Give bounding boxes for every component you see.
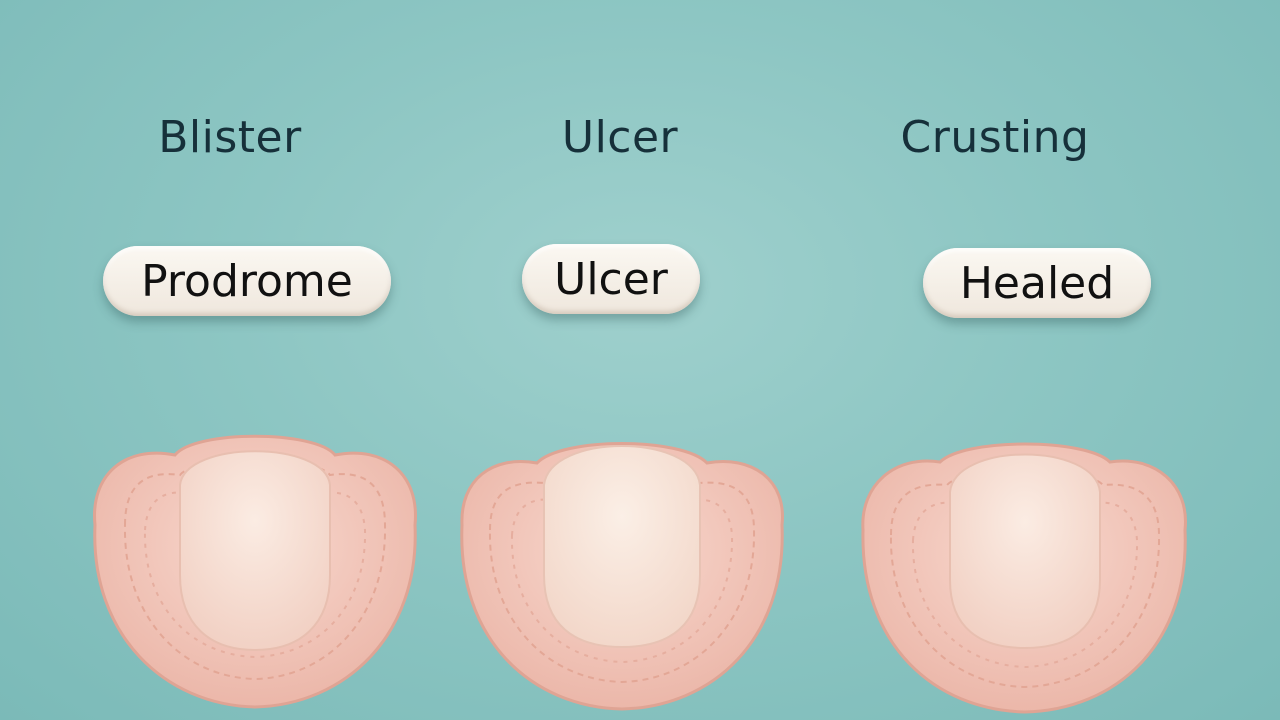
- stage-heading: Crusting: [900, 112, 1090, 163]
- stage-label-pill: Prodrome: [103, 246, 391, 316]
- stage-heading: Blister: [158, 112, 302, 163]
- stage-column-ulcer: Ulcer Ulcer: [430, 0, 850, 720]
- stage-heading: Ulcer: [561, 112, 679, 163]
- lesion-illustration: [861, 442, 1187, 714]
- stage-column-blister: Blister Prodrome: [45, 0, 465, 720]
- stage-label-pill: Ulcer: [522, 244, 700, 314]
- stage-label-pill: Healed: [923, 248, 1151, 318]
- lesion-illustration: [460, 442, 784, 711]
- stage-column-crusting: Crusting Healed: [815, 0, 1235, 720]
- lesion-illustration: [93, 434, 417, 709]
